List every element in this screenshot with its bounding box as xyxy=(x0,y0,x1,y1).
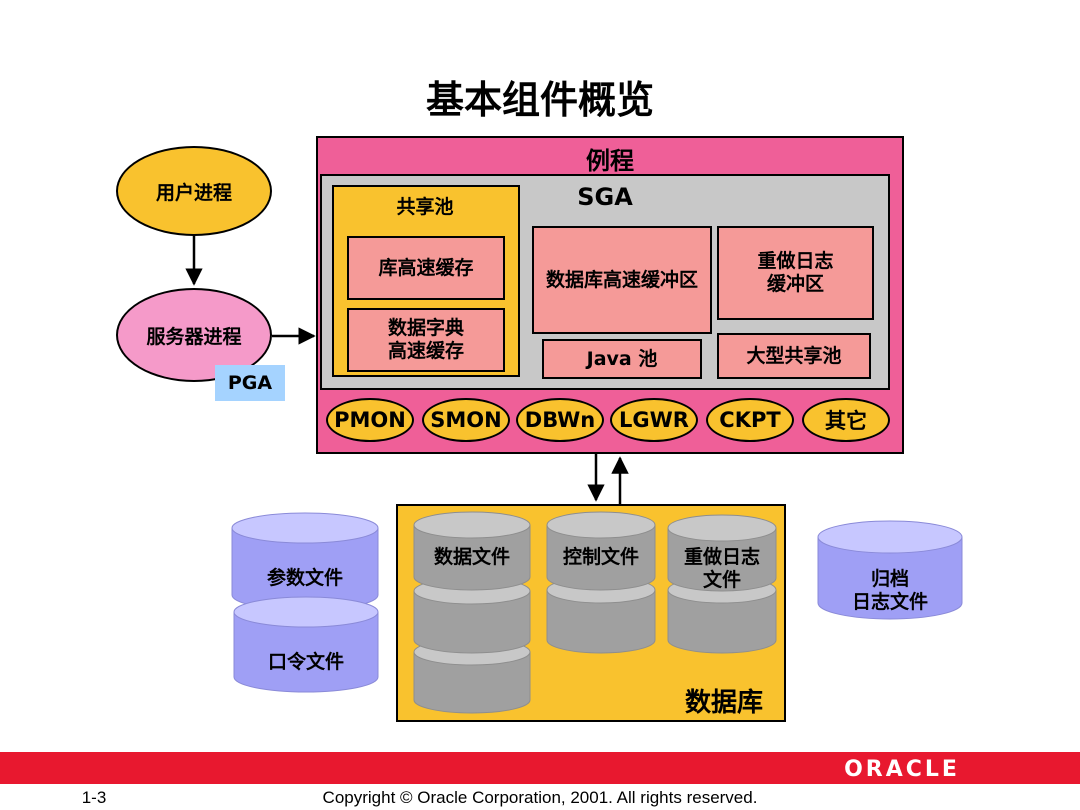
oracle-logo: ORACLE xyxy=(844,756,960,782)
redo-log-files-label-line2: 文件 xyxy=(702,569,741,591)
parameter-file-cylinder xyxy=(231,512,379,611)
archive-log-label-line2: 日志文件 xyxy=(851,591,928,613)
control-file-cylinders xyxy=(546,511,656,654)
redo-log-file-cylinders xyxy=(667,514,777,654)
redo-log-buffer-label-line1: 重做日志 xyxy=(757,250,834,273)
db-buffer-cache-label: 数据库高速缓冲区 xyxy=(545,268,698,291)
shared-pool-label: 共享池 xyxy=(396,195,454,218)
java-pool-box: Java 池 xyxy=(542,339,702,379)
parameter-file-label: 参数文件 xyxy=(266,566,343,589)
database-label: 数据库 xyxy=(684,687,763,718)
user-process: 用户进程 xyxy=(116,146,272,236)
redo-log-files-label-line1: 重做日志 xyxy=(683,546,760,569)
large-pool-label: 大型共享池 xyxy=(746,344,842,367)
redo-log-buffer-box: 重做日志 缓冲区 xyxy=(717,226,874,320)
pga-box: PGA xyxy=(215,365,285,401)
password-file-label: 口令文件 xyxy=(267,650,344,673)
footer-red-bar xyxy=(0,752,1080,784)
dictionary-cache-label-line1: 数据字典 xyxy=(387,317,464,340)
data-files-label: 数据文件 xyxy=(433,545,510,568)
large-pool-box: 大型共享池 xyxy=(717,333,871,379)
java-pool-label: Java 池 xyxy=(586,347,658,370)
copyright-text: Copyright © Oracle Corporation, 2001. Al… xyxy=(322,788,758,807)
db-buffer-cache-box: 数据库高速缓冲区 xyxy=(532,226,712,334)
ckpt-process: CKPT xyxy=(706,398,794,442)
redo-log-files-label: 重做日志 文件 xyxy=(668,546,776,592)
dictionary-cache-label-line2: 高速缓存 xyxy=(387,340,464,362)
lgwr-process: LGWR xyxy=(610,398,698,442)
data-file-cylinders xyxy=(413,511,531,714)
pmon-process: PMON xyxy=(326,398,414,442)
sga-label: SGA xyxy=(577,183,633,211)
dbwn-process: DBWn xyxy=(516,398,604,442)
other-process: 其它 xyxy=(802,398,890,442)
library-cache-box: 库高速缓存 xyxy=(347,236,505,300)
control-files-label: 控制文件 xyxy=(562,545,639,568)
archive-log-label: 归档 日志文件 xyxy=(818,566,962,616)
page-number: 1-3 xyxy=(81,788,107,807)
page-title: 基本组件概览 xyxy=(425,77,654,122)
library-cache-label: 库高速缓存 xyxy=(378,256,474,279)
archive-log-label-line1: 归档 xyxy=(870,568,909,591)
password-file-cylinder xyxy=(233,596,379,693)
dictionary-cache-box: 数据字典 高速缓存 xyxy=(347,308,505,372)
smon-process: SMON xyxy=(422,398,510,442)
archive-log-cylinder xyxy=(817,520,963,620)
redo-log-buffer-label-line2: 缓冲区 xyxy=(766,273,824,295)
instance-label: 例程 xyxy=(586,146,634,175)
